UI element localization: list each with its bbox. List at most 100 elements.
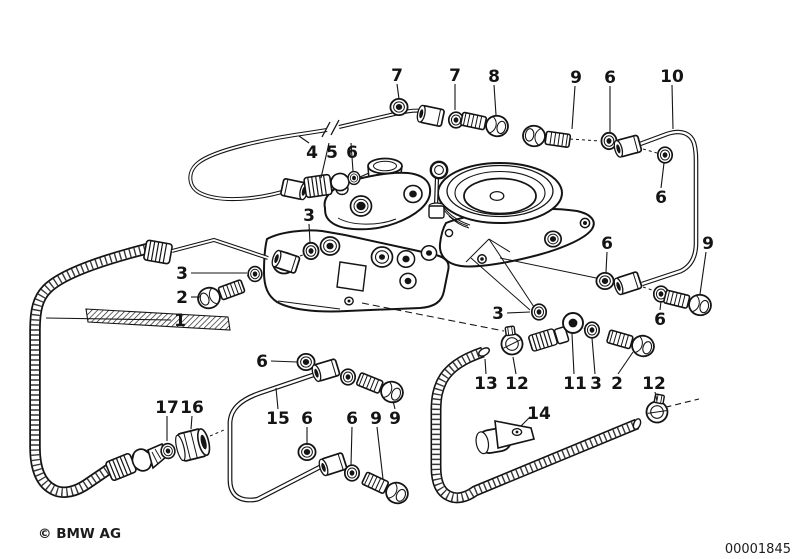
part-number-label: 10 bbox=[660, 67, 684, 87]
part-number-label: 3 bbox=[492, 304, 504, 324]
part-number-label: 6 bbox=[655, 188, 667, 208]
bolt-9 bbox=[359, 467, 413, 508]
callout-leader bbox=[190, 415, 193, 430]
callout-leader bbox=[392, 400, 396, 410]
nut-6 bbox=[297, 442, 317, 462]
fitting-5-hex bbox=[330, 172, 350, 192]
part-number-label: 2 bbox=[611, 374, 623, 394]
callout-leader bbox=[320, 142, 330, 179]
hose-13-end bbox=[477, 347, 491, 357]
pipe-15-union-bottom bbox=[316, 451, 348, 478]
fuel-distributor-head bbox=[323, 157, 432, 231]
callout-leader bbox=[270, 360, 298, 363]
callout-leader bbox=[591, 337, 596, 375]
callout-leader bbox=[275, 387, 279, 410]
pipe-break-marks bbox=[321, 119, 340, 138]
callout-leader bbox=[617, 351, 634, 375]
washer-3 bbox=[302, 241, 320, 261]
fitting-5 bbox=[302, 173, 334, 199]
part-number-label: 14 bbox=[527, 404, 551, 424]
part-number-label: 1 bbox=[174, 311, 186, 331]
part-number-label: 13 bbox=[474, 374, 498, 394]
fitting-11-assembly bbox=[527, 303, 658, 360]
hose-clamp-12 bbox=[643, 392, 672, 426]
bolt-9 bbox=[520, 123, 572, 153]
callout-leader bbox=[350, 142, 354, 172]
nut-7 bbox=[389, 98, 409, 116]
bolt-9 bbox=[661, 285, 715, 319]
part-number-label: 3 bbox=[590, 374, 602, 394]
part-number-label: 7 bbox=[449, 66, 461, 86]
copyright-text: © BMW AG bbox=[38, 526, 121, 542]
callout-leader bbox=[605, 251, 608, 273]
part-number-label: 8 bbox=[488, 67, 500, 87]
callout-leader bbox=[396, 83, 400, 100]
callout-leader bbox=[45, 317, 172, 321]
part-number-label: 3 bbox=[303, 206, 315, 226]
washer-3 bbox=[247, 265, 263, 283]
callout-leader bbox=[298, 135, 310, 144]
document-number: 00001845 bbox=[725, 542, 791, 557]
part-number-label: 15 bbox=[266, 409, 290, 429]
callout-leader bbox=[308, 223, 311, 244]
part-number-label: 12 bbox=[505, 374, 529, 394]
part-number-label: 6 bbox=[604, 68, 616, 88]
hose-13-end bbox=[632, 418, 642, 430]
part-number-label: 17 bbox=[155, 398, 179, 418]
part-number-label: 6 bbox=[346, 143, 358, 163]
callout-leader bbox=[484, 358, 487, 375]
part-number-label: 3 bbox=[176, 264, 188, 284]
hose-1-crimp-collar bbox=[142, 239, 174, 265]
callout-leader bbox=[571, 85, 576, 130]
bolt-2 bbox=[604, 325, 658, 360]
part-number-label: 12 bbox=[642, 374, 666, 394]
part-number-label: 2 bbox=[176, 288, 188, 308]
callout-leader bbox=[376, 426, 384, 480]
part-number-label: 9 bbox=[389, 409, 401, 429]
washer-3 bbox=[583, 321, 601, 339]
nut-6 bbox=[595, 271, 615, 291]
part-number-label: 9 bbox=[702, 234, 714, 254]
part-number-label: 4 bbox=[306, 143, 318, 163]
air-flow-meter-funnel bbox=[437, 162, 563, 229]
part-number-label: 6 bbox=[654, 310, 666, 330]
callout-leader bbox=[659, 300, 662, 311]
pipe-4-end-fittings bbox=[389, 98, 511, 140]
pipe-10-union-bottom bbox=[611, 270, 643, 297]
callout-leader bbox=[350, 426, 353, 466]
pipe-4-banjo bbox=[415, 103, 446, 128]
bolt-8 bbox=[458, 107, 511, 140]
washer-6 bbox=[339, 368, 357, 386]
bolt-2 bbox=[194, 275, 248, 313]
flange-nut bbox=[543, 230, 563, 248]
lifting-eyelet bbox=[428, 160, 449, 219]
washer-3 bbox=[530, 303, 548, 321]
part-number-label: 6 bbox=[601, 234, 613, 254]
fuel-hose-13 bbox=[430, 324, 672, 504]
part-number-label: 6 bbox=[346, 409, 358, 429]
flange-bolt-hole bbox=[444, 228, 454, 238]
washer-6 bbox=[347, 170, 361, 186]
callout-leader bbox=[660, 162, 665, 189]
callout-leader bbox=[654, 391, 658, 402]
union-nut-16 bbox=[175, 428, 211, 462]
part-number-label: 16 bbox=[180, 398, 204, 418]
callout-leader bbox=[506, 311, 531, 314]
part-number-label: 6 bbox=[256, 352, 268, 372]
fuel-pipe-15 bbox=[227, 352, 413, 508]
fuel-hose-1 bbox=[29, 237, 320, 498]
part-number-label: 7 bbox=[391, 66, 403, 86]
callout-leader bbox=[493, 84, 497, 116]
part-number-label: 11 bbox=[563, 374, 587, 394]
part-number-label: 9 bbox=[370, 409, 382, 429]
callout-leader bbox=[671, 84, 674, 130]
callout-leader bbox=[571, 333, 575, 375]
callout-leader bbox=[512, 356, 517, 375]
washer-6 bbox=[656, 146, 674, 164]
pipe-10-assembly bbox=[520, 123, 715, 319]
pipe-clamp-14 bbox=[475, 420, 535, 455]
callout-leader bbox=[520, 416, 531, 427]
